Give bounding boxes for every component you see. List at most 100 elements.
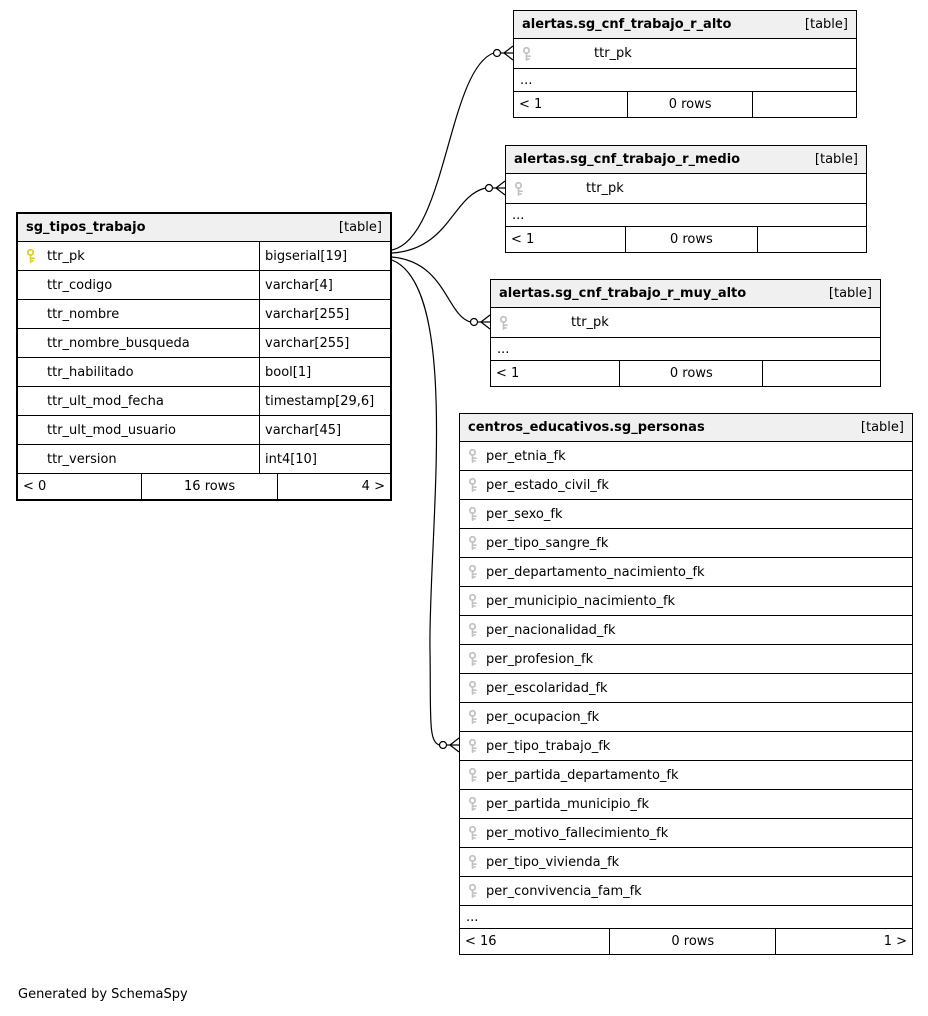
table-footer: < 1 0 rows: [491, 361, 880, 386]
table-row: ttr_pk: [491, 308, 880, 338]
fk-connector-r-medio: [391, 180, 506, 254]
table-row: per_convivencia_fam_fk: [460, 877, 912, 906]
table-row: per_tipo_sangre_fk: [460, 529, 912, 558]
key-icon: [467, 767, 478, 783]
column-name: per_convivencia_fam_fk: [486, 883, 642, 899]
column-name: ttr_pk: [47, 248, 85, 264]
column-name: per_partida_municipio_fk: [486, 796, 650, 812]
table-title[interactable]: alertas.sg_cnf_trabajo_r_muy_alto: [499, 286, 747, 301]
table-row: ttr_ult_mod_usuario varchar[45]: [18, 416, 390, 445]
footer-row-count: 0 rows: [626, 92, 754, 117]
key-icon: [513, 181, 524, 197]
column-type: int4[10]: [259, 445, 390, 473]
ellipsis-row: ...: [506, 204, 866, 227]
column-name: ttr_habilitado: [47, 364, 134, 380]
table-title[interactable]: centros_educativos.sg_personas: [468, 420, 705, 435]
footer-children-count: < 0: [23, 479, 47, 494]
column-type: timestamp[29,6]: [259, 387, 390, 415]
table-row: ttr_pk: [506, 174, 866, 204]
table-row: per_tipo_vivienda_fk: [460, 848, 912, 877]
table-title[interactable]: sg_tipos_trabajo: [26, 220, 146, 235]
table-row: per_partida_municipio_fk: [460, 790, 912, 819]
footer-parents-count: 1 >: [883, 934, 907, 949]
key-icon: [521, 46, 532, 62]
table-r-medio: alertas.sg_cnf_trabajo_r_medio [table] t…: [505, 145, 867, 253]
key-icon: [25, 248, 36, 264]
key-icon: [467, 825, 478, 841]
key-icon: [467, 622, 478, 638]
table-row: per_nacionalidad_fk: [460, 616, 912, 645]
key-icon: [467, 477, 478, 493]
column-type: varchar[45]: [259, 416, 390, 444]
table-header: centros_educativos.sg_personas [table]: [460, 414, 912, 442]
key-icon: [467, 593, 478, 609]
table-row: per_sexo_fk: [460, 500, 912, 529]
key-icon: [467, 680, 478, 696]
column-name: per_etnia_fk: [486, 448, 566, 464]
table-sg-tipos-trabajo: sg_tipos_trabajo [table] ttr_pk bigseria…: [16, 212, 392, 501]
key-icon: [498, 315, 509, 331]
table-title[interactable]: alertas.sg_cnf_trabajo_r_alto: [522, 17, 732, 32]
table-header: sg_tipos_trabajo [table]: [18, 214, 390, 242]
key-icon: [467, 883, 478, 899]
column-name: per_nacionalidad_fk: [486, 622, 616, 638]
table-type-badge: [table]: [828, 286, 872, 301]
table-sg-personas: centros_educativos.sg_personas [table] p…: [459, 413, 913, 955]
column-name: ttr_version: [47, 451, 117, 467]
ellipsis-row: ...: [491, 338, 880, 361]
footer-row-count: 16 rows: [140, 474, 279, 499]
column-name: ttr_nombre: [47, 306, 120, 322]
table-header: alertas.sg_cnf_trabajo_r_muy_alto [table…: [491, 280, 880, 308]
column-type: bigserial[19]: [259, 242, 390, 270]
column-name: ttr_pk: [586, 181, 624, 196]
generated-by-note: Generated by SchemaSpy: [18, 987, 188, 1002]
table-title[interactable]: alertas.sg_cnf_trabajo_r_medio: [514, 152, 741, 167]
table-row: ttr_codigo varchar[4]: [18, 271, 390, 300]
table-row: per_estado_civil_fk: [460, 471, 912, 500]
column-name: per_tipo_sangre_fk: [486, 535, 609, 551]
fk-connector-r-alto: [391, 45, 514, 251]
column-name: ttr_pk: [571, 315, 609, 330]
table-row: ttr_nombre varchar[255]: [18, 300, 390, 329]
table-footer: < 1 0 rows: [514, 92, 856, 117]
table-type-badge: [table]: [814, 152, 858, 167]
key-icon: [467, 651, 478, 667]
footer-parents-count: [763, 361, 880, 386]
table-row: ttr_ult_mod_fecha timestamp[29,6]: [18, 387, 390, 416]
table-row: per_motivo_fallecimiento_fk: [460, 819, 912, 848]
footer-row-count: 0 rows: [624, 227, 758, 252]
table-r-muy-alto: alertas.sg_cnf_trabajo_r_muy_alto [table…: [490, 279, 881, 387]
key-icon: [467, 738, 478, 754]
column-name: ttr_codigo: [47, 277, 113, 293]
table-row: ttr_habilitado bool[1]: [18, 358, 390, 387]
table-row: ttr_pk: [514, 39, 856, 69]
table-header: alertas.sg_cnf_trabajo_r_alto [table]: [514, 11, 856, 39]
fk-connector-personas: [391, 259, 460, 753]
column-type: varchar[255]: [259, 300, 390, 328]
footer-children-count: < 1: [496, 366, 520, 381]
table-row: ttr_version int4[10]: [18, 445, 390, 474]
table-row: per_etnia_fk: [460, 442, 912, 471]
column-name: per_escolaridad_fk: [486, 680, 608, 696]
column-type: bool[1]: [259, 358, 390, 386]
column-name: per_ocupacion_fk: [486, 709, 600, 725]
column-name: per_motivo_fallecimiento_fk: [486, 825, 669, 841]
column-name: ttr_ult_mod_fecha: [47, 393, 164, 409]
key-icon: [467, 564, 478, 580]
table-footer: < 0 16 rows 4 >: [18, 474, 390, 499]
column-name: per_departamento_nacimiento_fk: [486, 564, 705, 580]
table-type-badge: [table]: [804, 17, 848, 32]
footer-children-count: < 1: [519, 97, 543, 112]
key-icon: [467, 506, 478, 522]
key-icon: [467, 709, 478, 725]
footer-parents-count: [758, 227, 866, 252]
key-icon: [467, 448, 478, 464]
key-icon: [467, 854, 478, 870]
key-icon: [467, 535, 478, 551]
column-name: per_estado_civil_fk: [486, 477, 609, 493]
ellipsis-row: ...: [460, 906, 912, 929]
table-row: per_partida_departamento_fk: [460, 761, 912, 790]
column-name: per_partida_departamento_fk: [486, 767, 679, 783]
table-header: alertas.sg_cnf_trabajo_r_medio [table]: [506, 146, 866, 174]
table-footer: < 1 0 rows: [506, 227, 866, 252]
